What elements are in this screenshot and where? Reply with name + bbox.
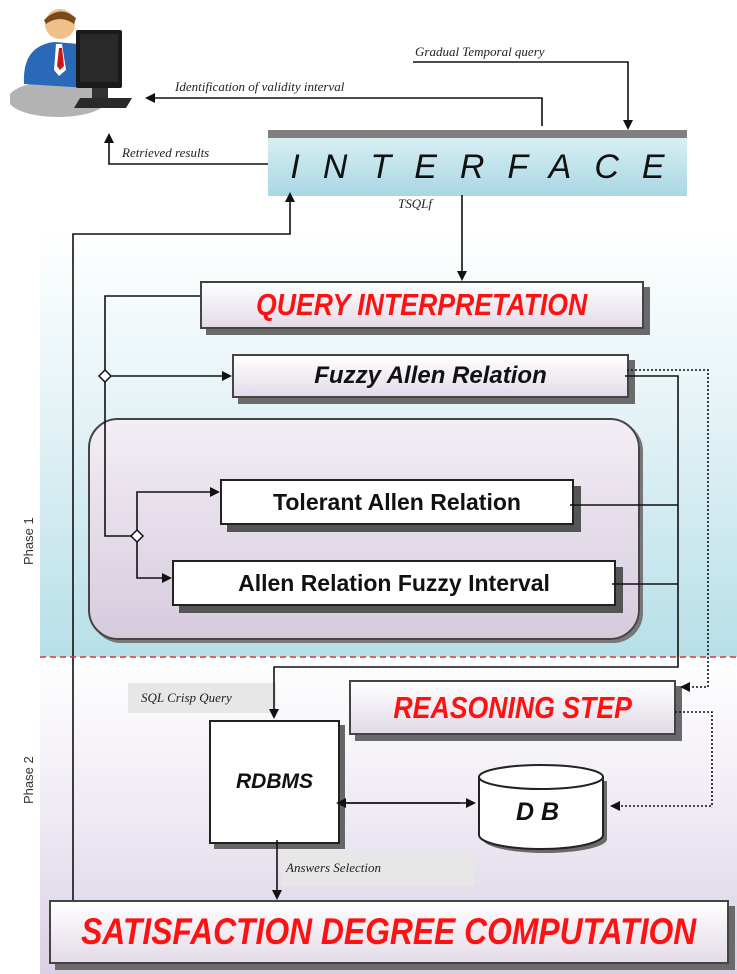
sql-crisp-query-tag <box>128 683 276 713</box>
fuzzy-allen-relation-label: Fuzzy Allen Relation <box>314 362 547 389</box>
retrieved-results-label: Retrieved results <box>122 145 210 160</box>
gradual-temporal-query-label: Gradual Temporal query <box>415 44 545 59</box>
query-interpretation-label: QUERY INTERPRETATION <box>256 287 588 322</box>
allen-relation-fuzzy-interval-label: Allen Relation Fuzzy Interval <box>238 569 550 596</box>
allen-relation-fuzzy-interval-box: Allen Relation Fuzzy Interval <box>172 560 616 606</box>
interface-bar: INTERFACE <box>268 130 687 196</box>
satisfaction-degree-computation-box: SATISFACTION DEGREE COMPUTATION <box>49 900 729 964</box>
reasoning-step-box: REASONING STEP <box>349 680 676 735</box>
answers-selection-tag <box>282 851 474 886</box>
satisfaction-degree-computation-label: SATISFACTION DEGREE COMPUTATION <box>81 911 697 952</box>
tolerant-allen-relation-label: Tolerant Allen Relation <box>273 488 521 515</box>
user-at-computer-icon <box>8 4 136 124</box>
tolerant-allen-relation-box: Tolerant Allen Relation <box>220 479 574 525</box>
sql-crisp-query-label: SQL Crisp Query <box>141 690 232 705</box>
answers-selection-label: Answers Selection <box>286 860 381 875</box>
identification-validity-label: Identification of validity interval <box>175 79 345 94</box>
query-interpretation-box: QUERY INTERPRETATION <box>200 281 644 329</box>
rdbms-label: RDBMS <box>236 770 313 793</box>
interface-label: INTERFACE <box>290 147 688 186</box>
reasoning-step-label: REASONING STEP <box>393 689 632 725</box>
database-cylinder-icon <box>476 763 610 855</box>
tsqlf-label: TSQLf <box>398 196 432 211</box>
db-label: D B <box>516 798 560 826</box>
rdbms-box: RDBMS <box>209 720 340 844</box>
fuzzy-allen-relation-box: Fuzzy Allen Relation <box>232 354 629 398</box>
